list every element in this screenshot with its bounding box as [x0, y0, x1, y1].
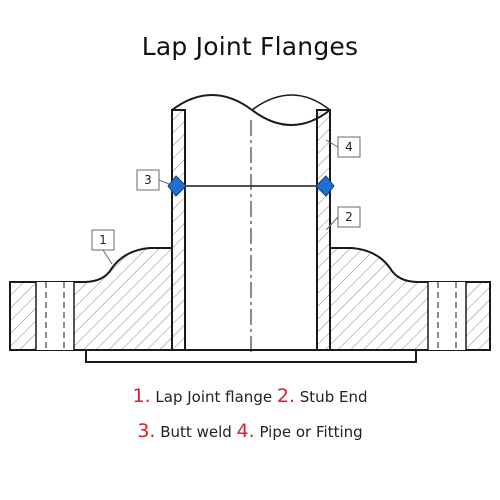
bolt-hole-right [428, 282, 466, 350]
callout-3: 3 [136, 169, 170, 191]
svg-text:3: 3 [144, 173, 152, 187]
legend-row-1: 1. Lap Joint flange 2. Stub End [0, 385, 500, 407]
bolt-hole-left [36, 282, 74, 350]
legend-label-3: Butt weld [160, 423, 232, 441]
legend-label-4: Pipe or Fitting [259, 423, 363, 441]
legend-number-2: 2. [276, 385, 295, 407]
svg-text:4: 4 [345, 140, 353, 154]
flange-left [9, 247, 173, 351]
diagram-title: Lap Joint Flanges [141, 32, 359, 61]
callout-1: 1 [91, 229, 115, 265]
legend-label-1: Lap Joint flange [155, 388, 273, 406]
legend-row-2: 3. Butt weld 4. Pipe or Fitting [0, 420, 500, 442]
callout-2: 2 [325, 206, 361, 231]
butt-weld-right [315, 175, 335, 197]
legend-number-3: 3. [137, 420, 156, 442]
legend-number-1: 1. [132, 385, 151, 407]
svg-text:1: 1 [99, 233, 107, 247]
flange-right [329, 247, 491, 351]
butt-weld-left [167, 175, 187, 197]
callout-4: 4 [325, 136, 361, 158]
pipe-walls [171, 109, 331, 187]
legend-number-4: 4. [236, 420, 255, 442]
legend-label-2: Stub End [299, 388, 368, 406]
svg-text:2: 2 [345, 210, 353, 224]
